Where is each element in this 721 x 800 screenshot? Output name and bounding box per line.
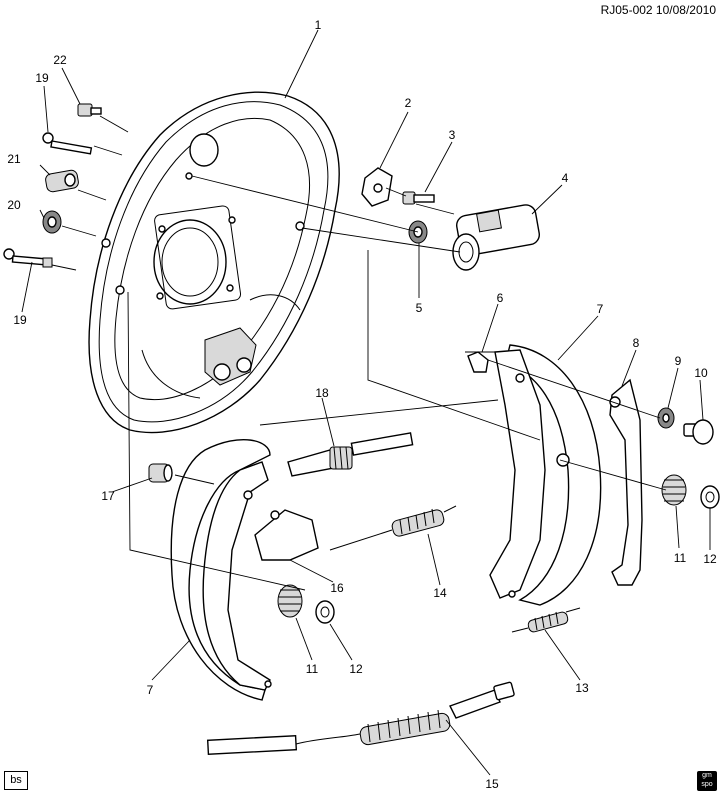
bracket-2 [361, 167, 393, 207]
bolt-19-upper [42, 132, 93, 155]
callout-16: 16 [330, 581, 344, 595]
callout-21: 21 [7, 152, 21, 166]
brake-shoe-right [489, 344, 602, 606]
callout-18: 18 [315, 386, 329, 400]
callout-2: 2 [405, 96, 412, 110]
bolt-19-lower [3, 248, 53, 268]
leader-lines [21, 29, 711, 776]
callout-7-right: 7 [597, 302, 604, 316]
callout-10: 10 [694, 366, 708, 380]
callout-19-upper: 19 [35, 71, 49, 85]
washer-9 [657, 407, 675, 429]
adjuster-lever-16 [254, 509, 319, 561]
nut-20 [42, 210, 62, 234]
gm-spo-logo: gm spo [697, 771, 717, 791]
backing-plate [88, 91, 340, 434]
wheel-cylinder-4 [452, 204, 540, 271]
bleeder-screw-22 [77, 103, 102, 117]
callout-22: 22 [53, 53, 67, 67]
hold-down-spring-11-left [277, 584, 303, 618]
spring-cap-12-right [700, 485, 720, 509]
callout-3: 3 [449, 128, 456, 142]
return-spring-14 [329, 505, 457, 551]
callout-11-left: 11 [306, 662, 319, 676]
callout-labels: 1 2 3 4 5 6 7 7 8 9 10 11 11 12 12 13 14… [7, 18, 717, 791]
callout-13: 13 [575, 681, 589, 695]
bs-badge: bs [4, 771, 28, 790]
diagram-ref-code: RJ05-002 10/08/2010 [601, 3, 717, 17]
adjuster-plug-17 [148, 463, 173, 483]
callout-7-left: 7 [147, 683, 154, 697]
callout-5: 5 [416, 301, 423, 315]
callout-19-lower: 19 [13, 313, 27, 327]
parking-brake-lever-8 [609, 378, 643, 586]
adjuster-screw-18 [287, 432, 414, 477]
callout-20: 20 [7, 198, 21, 212]
clip-6 [467, 351, 489, 373]
brake-shoe-left [170, 438, 272, 701]
callout-12-left: 12 [349, 662, 363, 676]
bleeder-valve-3 [402, 191, 435, 205]
callout-4: 4 [562, 171, 569, 185]
callout-9: 9 [675, 354, 682, 368]
spring-cap-12-left [315, 600, 335, 624]
callout-14: 14 [433, 586, 447, 600]
callout-11-right: 11 [674, 551, 687, 565]
callout-15: 15 [485, 777, 499, 791]
plug-21 [45, 169, 79, 193]
hold-down-spring-11-right [661, 474, 687, 506]
callout-6: 6 [497, 291, 504, 305]
callout-17: 17 [101, 489, 115, 503]
pin-10 [683, 419, 714, 445]
lower-spring-13 [511, 607, 581, 633]
callout-8: 8 [633, 336, 640, 350]
assembly-lines [51, 115, 667, 591]
parking-brake-cable-15 [206, 681, 515, 756]
callout-1: 1 [315, 18, 322, 32]
callout-12-right: 12 [703, 552, 717, 566]
